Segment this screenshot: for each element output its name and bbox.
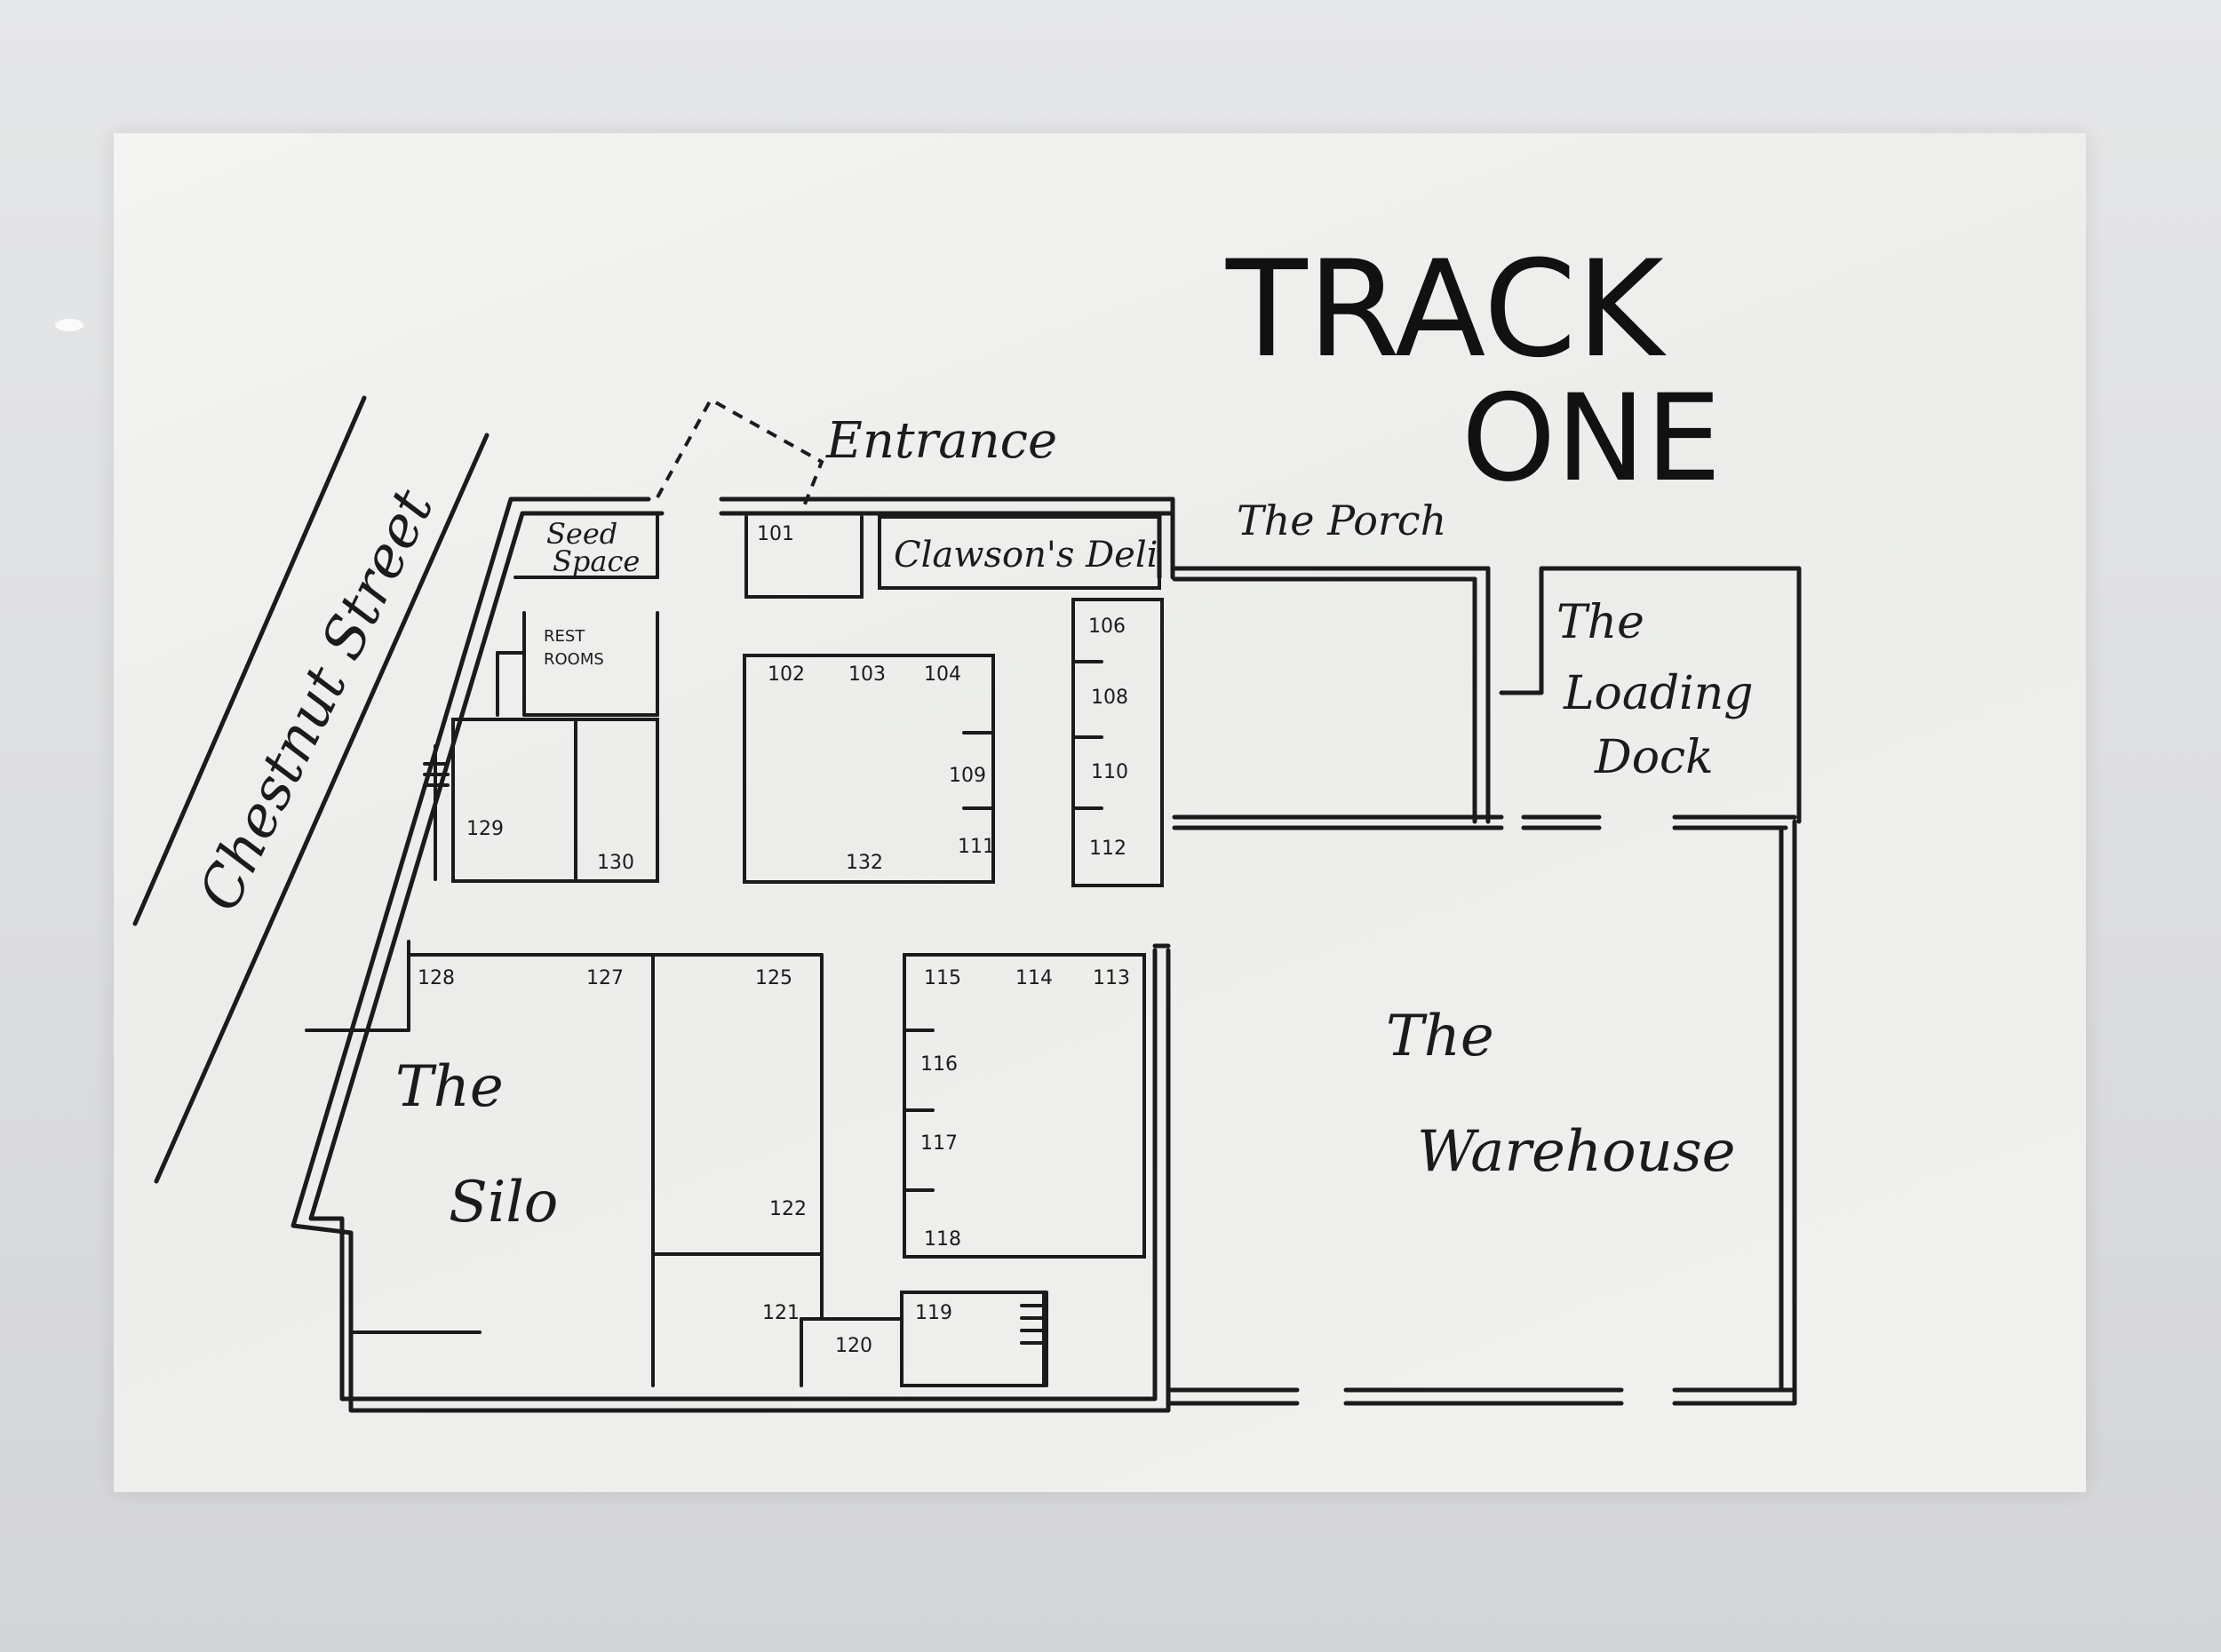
right-column-rooms xyxy=(1071,598,1164,887)
room-101-label: 101 xyxy=(757,523,794,545)
room-114: 114 xyxy=(1015,967,1053,989)
street-label: Chestnut Street xyxy=(187,480,447,921)
silo-label-1: The xyxy=(395,1054,504,1120)
room-117: 117 xyxy=(920,1132,958,1155)
clawsons-deli xyxy=(878,515,1161,590)
center-block xyxy=(743,654,995,884)
seed-space-label-2: Space xyxy=(553,544,640,578)
room-127: 127 xyxy=(586,967,624,989)
loading-dock-label-1: The xyxy=(1556,596,1644,649)
clawsons-deli-label: Clawson's Deli xyxy=(894,535,1158,576)
room-102: 102 xyxy=(768,663,805,686)
room-121: 121 xyxy=(762,1302,800,1324)
room-130: 130 xyxy=(597,852,634,874)
room-101 xyxy=(744,515,864,599)
room-109: 109 xyxy=(949,765,986,787)
entrance-path xyxy=(656,397,824,507)
room-128: 128 xyxy=(418,967,455,989)
silo-label-2: Silo xyxy=(449,1170,558,1235)
room-104: 104 xyxy=(924,663,961,686)
room-125: 125 xyxy=(755,967,792,989)
title-one: ONE xyxy=(1461,369,1722,508)
warehouse-label-2: Warehouse xyxy=(1417,1119,1736,1185)
loading-dock-label-3: Dock xyxy=(1594,731,1714,784)
seed-space-room xyxy=(513,512,659,579)
warehouse xyxy=(1152,819,1797,1406)
room-122: 122 xyxy=(769,1198,807,1220)
seed-space-label-1: Seed xyxy=(546,517,617,551)
rooms-129-130 xyxy=(423,718,659,883)
room-108: 108 xyxy=(1091,687,1128,709)
silo xyxy=(305,940,655,1387)
room-119: 119 xyxy=(915,1302,952,1324)
paper-sheet xyxy=(114,133,2086,1492)
rooms-113-119 xyxy=(900,953,1146,1387)
room-106: 106 xyxy=(1088,616,1126,638)
entrance-label: Entrance xyxy=(825,412,1057,470)
restrooms-room xyxy=(496,611,659,717)
loading-dock-label-2: Loading xyxy=(1563,667,1754,720)
porch xyxy=(1172,566,1504,830)
room-115: 115 xyxy=(924,967,961,989)
title-track: TRACK xyxy=(1225,233,1667,387)
warehouse-label-1: The xyxy=(1386,1004,1494,1069)
room-110: 110 xyxy=(1091,761,1128,783)
room-111: 111 xyxy=(958,836,995,858)
room-120: 120 xyxy=(835,1335,872,1357)
room-118: 118 xyxy=(924,1228,961,1251)
room-116: 116 xyxy=(920,1053,958,1076)
room-112: 112 xyxy=(1089,838,1126,860)
loading-dock xyxy=(1499,566,1802,830)
street-lines xyxy=(132,395,490,1184)
porch-label: The Porch xyxy=(1237,496,1446,544)
room-103: 103 xyxy=(848,663,886,686)
light-glare xyxy=(55,319,84,331)
restrooms-label-2: ROOMS xyxy=(544,650,604,669)
room-129: 129 xyxy=(466,818,504,840)
room-132: 132 xyxy=(846,852,883,874)
room-113: 113 xyxy=(1093,967,1130,989)
restrooms-label-1: REST xyxy=(544,627,585,646)
